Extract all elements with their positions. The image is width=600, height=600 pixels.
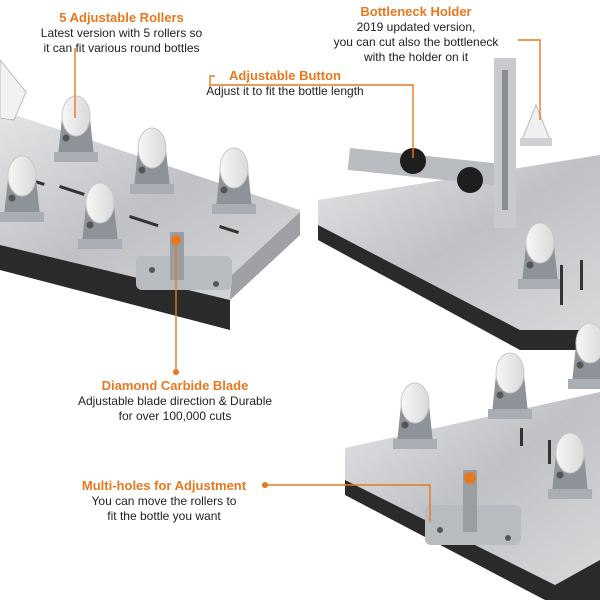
blade-title: Diamond Carbide Blade: [101, 378, 249, 393]
blade-desc-1: Adjustable blade direction & Durable: [77, 394, 273, 408]
blade-desc-2: for over 100,000 cuts: [118, 409, 232, 423]
callout-bottleneck: Bottleneck Holder 2019 updated version, …: [316, 4, 516, 65]
marker-dot-blade: [173, 369, 179, 375]
board-bottom: [345, 322, 600, 600]
bottleneck-desc-2: you can cut also the bottleneck: [333, 35, 499, 49]
holes-desc-2: fit the bottle you want: [107, 509, 221, 523]
board-top-right: [318, 58, 600, 350]
marker-dot-holes: [262, 482, 268, 488]
button-desc-1: Adjust it to fit the bottle length: [206, 84, 364, 98]
callout-button: Adjustable Button Adjust it to fit the b…: [185, 68, 385, 99]
holes-desc-1: You can move the rollers to: [91, 494, 237, 508]
rollers-title: 5 Adjustable Rollers: [59, 10, 184, 25]
rollers-desc-2: it can fit various round bottles: [43, 41, 200, 55]
rollers-desc-1: Latest version with 5 rollers so: [40, 26, 203, 40]
button-title: Adjustable Button: [229, 68, 341, 83]
bottleneck-title: Bottleneck Holder: [360, 4, 472, 19]
callout-lines: [74, 39, 541, 522]
callout-holes: Multi-holes for Adjustment You can move …: [60, 478, 268, 524]
bottleneck-desc-3: with the holder on it: [363, 50, 469, 64]
holes-title: Multi-holes for Adjustment: [81, 478, 247, 493]
bottleneck-desc-1: 2019 updated version,: [356, 20, 476, 34]
board-top-left: [0, 59, 300, 330]
callout-blade: Diamond Carbide Blade Adjustable blade d…: [55, 378, 295, 424]
callout-rollers: 5 Adjustable Rollers Latest version with…: [0, 10, 243, 56]
